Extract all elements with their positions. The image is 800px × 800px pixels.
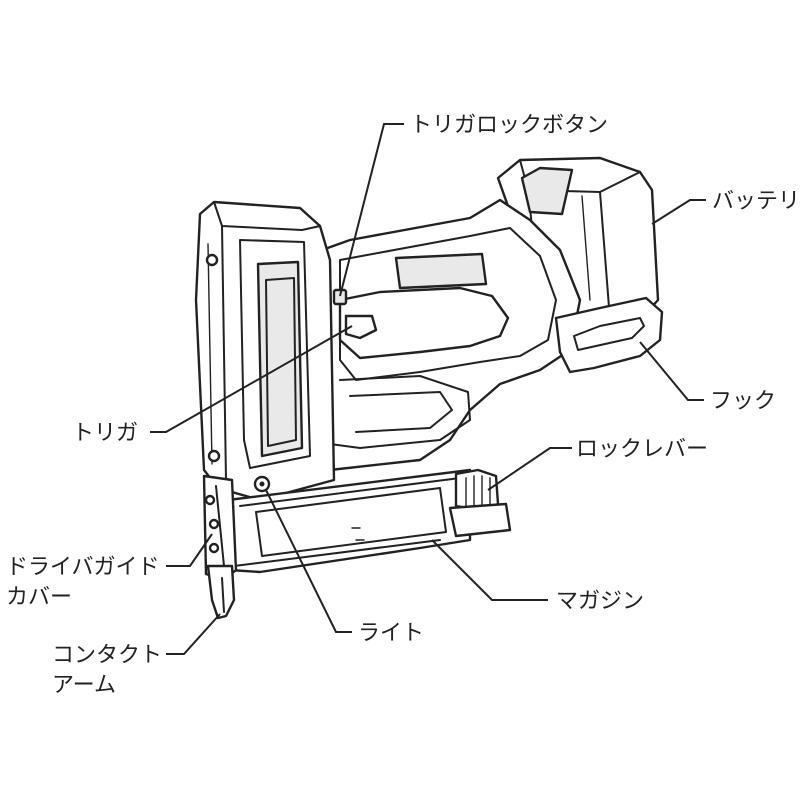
part-labels: トリガロックボタン バッテリ フック トリガ ロックレバー ドライバガイド カバ… [6,113,800,698]
label-lock-lever: ロックレバー [576,437,708,462]
trigger-lock-button [332,288,348,306]
label-contact-arm-line1: コンタクト [52,643,162,668]
leader-driver-guide-cover [166,533,213,567]
nose-assembly [202,474,238,620]
label-contact-arm-line2: アーム [52,673,116,698]
hook [554,296,664,374]
leader-trigger-lock-button [339,123,404,297]
leader-trigger [150,325,353,433]
label-driver-guide-cover-line1: ドライバガイド [6,555,160,580]
leader-light [265,489,352,633]
contact-arm [206,564,236,620]
leader-contact-arm [166,613,221,655]
leader-hook [639,341,704,401]
label-hook: フック [710,389,776,414]
leader-lock-lever [487,447,572,491]
tool-body [318,198,664,472]
label-driver-guide-cover-line2: カバー [6,585,72,610]
leader-battery [651,199,706,225]
trigger [344,314,378,340]
label-trigger: トリガ [72,421,138,446]
front-housing [194,200,336,502]
leader-magazine [431,539,548,601]
grip-ribs [394,252,488,290]
label-battery: バッテリ [712,189,800,214]
leader-lines [150,123,706,655]
label-light: ライト [358,621,424,646]
label-magazine: マガジン [556,589,644,614]
label-trigger-lock-button: トリガロックボタン [410,113,608,138]
stapler-illustration [194,156,664,620]
